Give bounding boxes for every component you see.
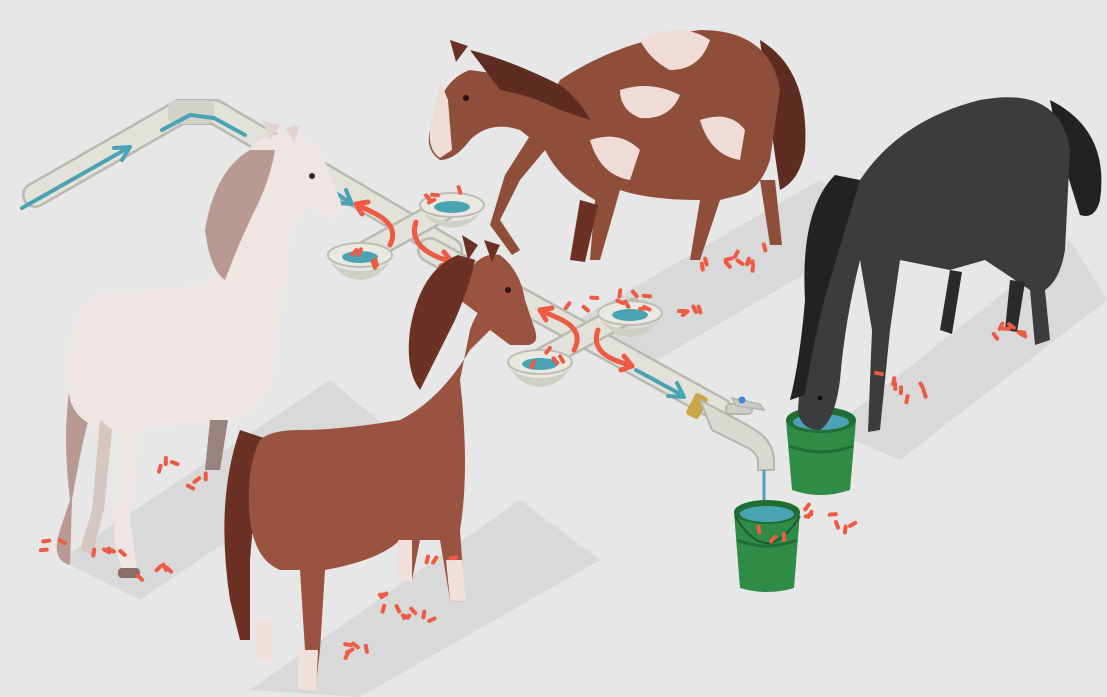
bacteria-particle [169, 459, 180, 466]
bacteria-particle [589, 295, 599, 300]
bacteria-particle [843, 524, 848, 534]
bacteria-particle [899, 385, 903, 395]
bacteria-particle [156, 463, 163, 474]
feed-bowl-icon [508, 350, 572, 387]
bacteria-particle [828, 512, 838, 517]
water-arrow-icon [22, 148, 128, 208]
bacteria-particle [39, 547, 49, 552]
bacteria-particle [782, 532, 786, 542]
bacteria-particle [581, 304, 591, 314]
bacteria-particle [833, 519, 840, 530]
bacteria-particle [41, 538, 51, 543]
bacteria-particle [677, 309, 687, 313]
bacteria-particle [204, 471, 208, 481]
bacteria-particle [847, 520, 858, 529]
bacteria-particle [164, 456, 168, 466]
water-bucket-icon [734, 500, 800, 592]
bacteria-particle [563, 300, 572, 310]
pipe-elbow [168, 100, 214, 124]
bacteria-particle [424, 554, 430, 565]
